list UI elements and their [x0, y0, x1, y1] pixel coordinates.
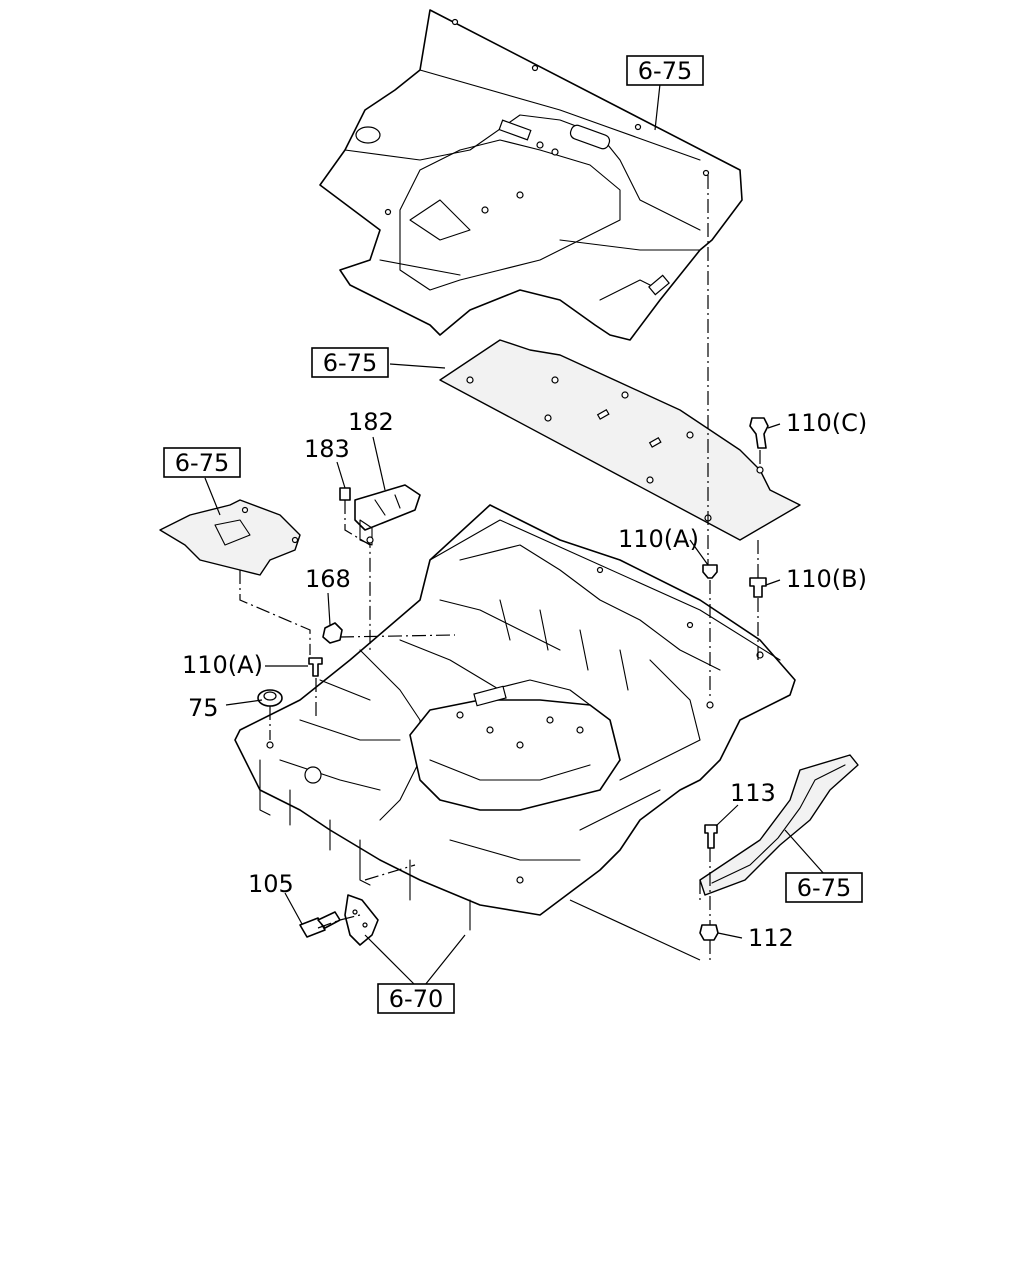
- reference-label: 6-75: [638, 57, 692, 85]
- step-plate: [699, 754, 859, 896]
- reference-box-bracket: 6-70: [377, 983, 455, 1014]
- callout-110c: 110(C): [786, 409, 867, 437]
- plug-110a-right: [702, 564, 718, 579]
- insulator-sheet: [439, 339, 801, 541]
- callout-110b: 110(B): [786, 565, 867, 593]
- reference-label: 6-75: [323, 349, 377, 377]
- callout-75: 75: [188, 694, 219, 722]
- clip-168: [322, 622, 343, 644]
- nut-112: [699, 924, 719, 941]
- reference-box-insulator: 6-75: [311, 347, 389, 378]
- callout-112: 112: [748, 924, 794, 952]
- screw-113: [704, 824, 718, 849]
- leader-lines: [204, 83, 826, 986]
- assembly-lines: [239, 175, 761, 960]
- reference-box-top: 6-75: [626, 55, 704, 86]
- callout-168: 168: [305, 565, 351, 593]
- bolt-105: [299, 911, 341, 938]
- callout-105: 105: [248, 870, 294, 898]
- callout-113: 113: [730, 779, 776, 807]
- reference-label: 6-70: [389, 985, 443, 1013]
- bolt-183: [339, 487, 351, 501]
- reference-box-step: 6-75: [785, 872, 863, 903]
- reference-box-left-panel: 6-75: [163, 447, 241, 478]
- clip-110c: [749, 417, 769, 449]
- plug-110a-left: [308, 657, 323, 677]
- left-floor-panel: [159, 499, 301, 576]
- callout-110a-left: 110(A): [182, 651, 263, 679]
- upper-floor-panel: [319, 9, 743, 341]
- callout-110a-right: 110(A): [618, 525, 699, 553]
- callout-182: 182: [348, 408, 394, 436]
- grommet-75: [257, 689, 283, 707]
- floor-body: [234, 504, 796, 931]
- reference-label: 6-75: [797, 874, 851, 902]
- bracket-6-70: [344, 894, 379, 946]
- clamp-bracket-182: [354, 484, 421, 546]
- callout-183: 183: [304, 435, 350, 463]
- bolt-110b: [749, 577, 767, 598]
- reference-label: 6-75: [175, 449, 229, 477]
